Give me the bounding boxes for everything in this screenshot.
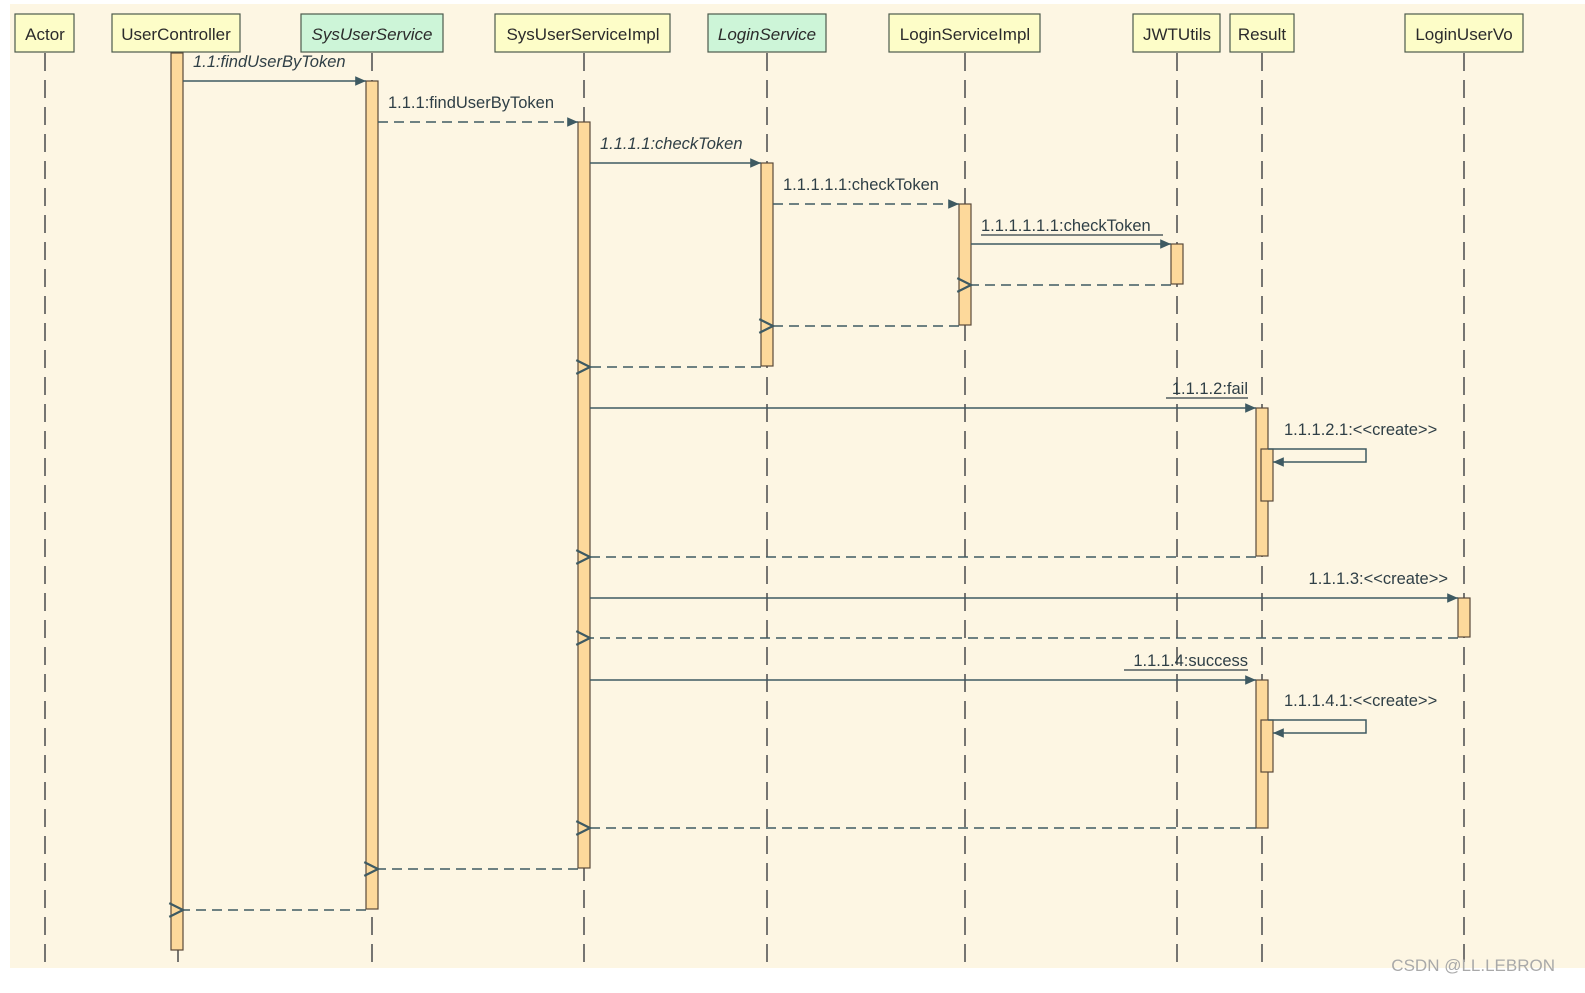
participant-label: Result — [1238, 25, 1286, 44]
message-label: 1.1.1.4:success — [1133, 652, 1248, 670]
participant-box — [14, 13, 75, 53]
participant-actor[interactable]: Actor — [14, 13, 75, 53]
activation-sysuserservice — [365, 80, 379, 910]
participant-loginservice[interactable]: LoginService — [707, 13, 827, 53]
message-label: 1.1.1:findUserByToken — [388, 94, 554, 112]
participant-result[interactable]: Result — [1229, 13, 1295, 53]
participant-label: LoginUserVo — [1415, 25, 1512, 44]
activation-loginuservo — [1457, 597, 1471, 638]
participant-box — [1229, 13, 1295, 53]
activation-bars — [170, 52, 1471, 951]
watermark: CSDN @LL.LEBRON — [1391, 956, 1555, 975]
participant-label: SysUserServiceImpl — [506, 25, 659, 44]
participant-jwtutils[interactable]: JWTUtils — [1132, 13, 1221, 53]
participant-sysuserserviceimpl[interactable]: SysUserServiceImpl — [494, 13, 671, 53]
participant-box — [300, 13, 444, 53]
message-1-1-1-1[interactable]: 1.1.1.1:checkToken — [590, 135, 761, 168]
participant-box — [707, 13, 827, 53]
participant-box — [1404, 13, 1524, 53]
message-label: 1.1.1.4.1:<<create>> — [1284, 692, 1437, 710]
participant-usercontroller[interactable]: UserController — [111, 13, 241, 53]
message-1-1-1-1-1[interactable]: 1.1.1.1.1:checkToken — [773, 176, 959, 209]
activation-result-success-create — [1260, 719, 1274, 773]
message-1-1-1-2-1[interactable]: 1.1.1.2.1:<<create>> — [1268, 421, 1437, 467]
message-1-1-1-1-1-1[interactable]: 1.1.1.1.1.1:checkToken — [971, 217, 1171, 249]
participant-sysuserservice[interactable]: SysUserService — [300, 13, 444, 53]
participant-box — [888, 13, 1041, 53]
message-1-1-1-3[interactable]: 1.1.1.3:<<create>> — [590, 570, 1458, 603]
participant-label: LoginService — [718, 25, 816, 44]
activation-jwtutils — [1170, 243, 1184, 285]
message-1-1-1-4-1[interactable]: 1.1.1.4.1:<<create>> — [1268, 692, 1437, 738]
messages: 1.1:findUserByToken 1.1.1:findUserByToke… — [183, 53, 1458, 910]
activation-result-fail-create — [1260, 448, 1274, 502]
self-call-arrow — [1268, 719, 1367, 738]
participant-label: UserController — [121, 25, 231, 44]
message-label: 1.1.1.1.1.1:checkToken — [981, 217, 1151, 235]
message-1-1-1-4[interactable]: 1.1.1.4:success — [590, 652, 1256, 685]
participant-label: Actor — [25, 25, 65, 44]
activation-usercontroller — [170, 52, 184, 951]
participant-box — [1132, 13, 1221, 53]
message-label: 1.1.1.3:<<create>> — [1309, 570, 1448, 588]
message-label: 1.1.1.1.1:checkToken — [783, 176, 939, 194]
diagram-canvas — [10, 4, 1585, 968]
message-1-1-1[interactable]: 1.1.1:findUserByToken — [378, 94, 578, 127]
participant-box — [111, 13, 241, 53]
participant-label: LoginServiceImpl — [900, 25, 1030, 44]
message-1-1-1-2[interactable]: 1.1.1.2:fail — [590, 380, 1256, 413]
participant-heads: Actor UserController SysUserService SysU… — [14, 13, 1524, 53]
participant-loginuservo[interactable]: LoginUserVo — [1404, 13, 1524, 53]
participant-box — [494, 13, 671, 53]
activation-sysuserserviceimpl — [577, 121, 591, 869]
message-label: 1.1.1.2.1:<<create>> — [1284, 421, 1437, 439]
participant-loginserviceimpl[interactable]: LoginServiceImpl — [888, 13, 1041, 53]
message-label: 1.1.1.2:fail — [1172, 380, 1248, 398]
message-1-1[interactable]: 1.1:findUserByToken — [183, 53, 366, 86]
self-call-arrow — [1268, 448, 1367, 467]
message-label: 1.1.1.1:checkToken — [600, 135, 743, 153]
activation-loginserviceimpl — [958, 203, 972, 326]
participant-label: JWTUtils — [1143, 25, 1211, 44]
activation-loginservice — [760, 162, 774, 367]
message-label: 1.1:findUserByToken — [193, 53, 346, 71]
participant-label: SysUserService — [312, 25, 433, 44]
